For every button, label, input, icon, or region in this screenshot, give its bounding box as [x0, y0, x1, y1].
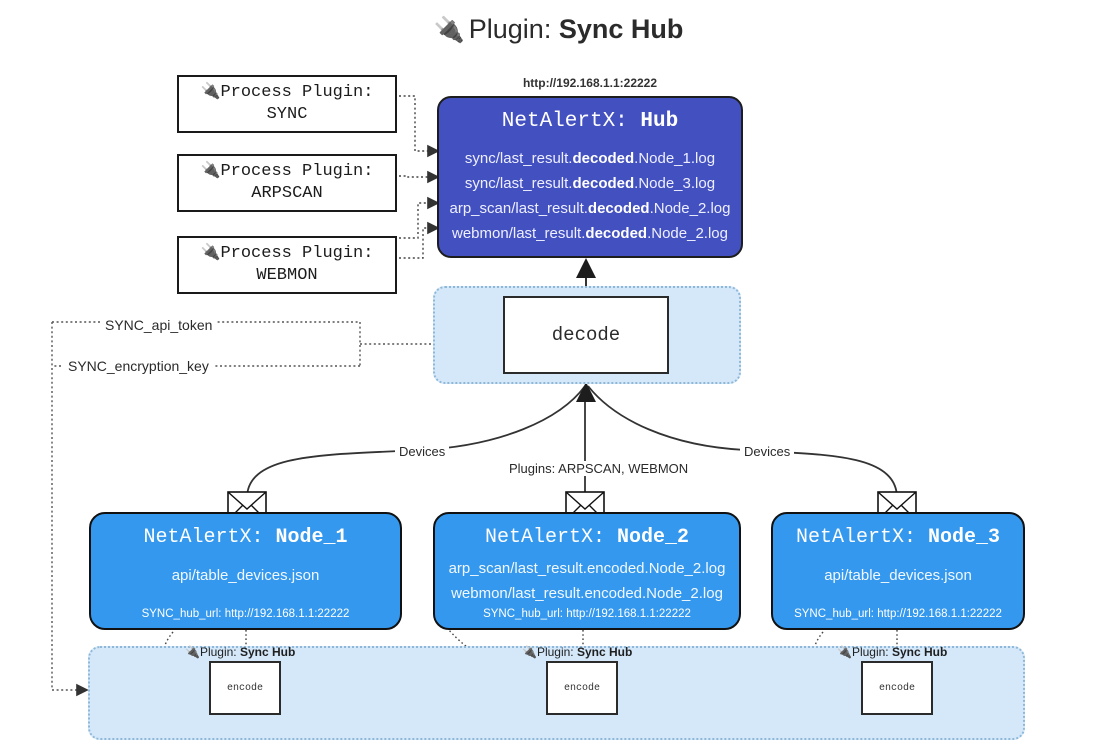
- plug-icon: 🔌: [185, 645, 200, 659]
- process-plugin-name: ARPSCAN: [251, 184, 323, 203]
- hub-node[interactable]: NetAlertX: Hub sync/last_result.decoded.…: [437, 96, 743, 258]
- hub-log-pre: arp_scan/last_result.: [449, 200, 588, 217]
- hub-log-post: .Node_2.log: [649, 200, 731, 217]
- node-title: NetAlertX: Node_1: [91, 526, 400, 549]
- edge-label-devices-left: Devices: [395, 444, 450, 459]
- hub-log-pre: webmon/last_result.: [452, 225, 586, 242]
- process-plugin-sync[interactable]: 🔌Process Plugin: SYNC: [177, 75, 397, 133]
- node-title-prefix: NetAlertX:: [484, 526, 605, 549]
- hub-log-2: sync/last_result.decoded.Node_3.log: [439, 175, 741, 192]
- hub-title-name: Hub: [640, 110, 679, 133]
- plug-icon: 🔌: [200, 82, 221, 100]
- node-title-name: Node_2: [617, 526, 690, 549]
- hub-log-pre: sync/last_result.: [464, 150, 573, 167]
- node-footer: SYNC_hub_url: http://192.168.1.1:22222: [141, 608, 350, 620]
- edge-label-devices-right: Devices: [740, 444, 795, 459]
- process-plugin-webmon[interactable]: 🔌Process Plugin: WEBMON: [177, 236, 397, 294]
- node-title: NetAlertX: Node_3: [773, 526, 1023, 549]
- hub-log-pre: sync/last_result.: [464, 175, 573, 192]
- plug-icon: 🔌: [522, 645, 537, 659]
- hub-title-prefix: NetAlertX:: [501, 110, 628, 133]
- process-plugin-label: Process Plugin:: [220, 161, 374, 181]
- node-footer: SYNC_hub_url: http://192.168.1.1:22222: [483, 608, 691, 620]
- process-plugin-name: WEBMON: [256, 266, 318, 285]
- node-line: api/table_devices.json: [171, 567, 320, 584]
- hub-log-3: arp_scan/last_result.decoded.Node_2.log: [439, 200, 741, 217]
- node-footer: SYNC_hub_url: http://192.168.1.1:22222: [794, 608, 1002, 620]
- hub-log-post: .Node_1.log: [634, 150, 716, 167]
- encode-box-3[interactable]: encode: [861, 661, 933, 715]
- encoder-label-prefix: Plugin:: [536, 645, 574, 659]
- sync-encryption-key-label: SYNC_encryption_key: [63, 358, 214, 374]
- node-title-prefix: NetAlertX:: [795, 526, 916, 549]
- decode-box[interactable]: decode: [503, 296, 669, 374]
- node-title-prefix: NetAlertX:: [143, 526, 264, 549]
- page-title: 🔌Plugin: Sync Hub: [0, 14, 1117, 45]
- encoder-label-1: 🔌Plugin: Sync Hub: [185, 645, 295, 659]
- hub-log-post: .Node_2.log: [647, 225, 728, 242]
- encoder-label-name: Sync Hub: [240, 645, 296, 659]
- node-title: NetAlertX: Node_2: [435, 526, 739, 549]
- node-2[interactable]: NetAlertX: Node_2 arp_scan/last_result.e…: [433, 512, 741, 630]
- encode-box-1[interactable]: encode: [209, 661, 281, 715]
- hub-url-label: http://192.168.1.1:22222: [522, 76, 658, 90]
- edge-label-plugins: Plugins: ARPSCAN, WEBMON: [505, 461, 693, 476]
- encode-box-2[interactable]: encode: [546, 661, 618, 715]
- node-line: arp_scan/last_result.encoded.Node_2.log: [448, 560, 726, 577]
- process-plugin-label: Process Plugin:: [220, 82, 374, 102]
- hub-log-mid: decoded: [587, 200, 650, 217]
- node-line: api/table_devices.json: [824, 567, 972, 584]
- node-title-name: Node_3: [928, 526, 1001, 549]
- plug-icon: 🔌: [837, 645, 852, 659]
- encoder-label-prefix: Plugin:: [199, 645, 237, 659]
- node-line: webmon/last_result.encoded.Node_2.log: [451, 585, 723, 602]
- sync-api-token-label: SYNC_api_token: [100, 317, 218, 333]
- node-1[interactable]: NetAlertX: Node_1 api/table_devices.json…: [89, 512, 402, 630]
- hub-log-mid: decoded: [572, 150, 635, 167]
- process-plugin-name: SYNC: [266, 105, 308, 124]
- encoder-label-prefix: Plugin:: [851, 645, 889, 659]
- plug-icon: 🔌: [200, 161, 221, 179]
- hub-title: NetAlertX: Hub: [439, 110, 741, 133]
- hub-log-mid: decoded: [572, 175, 635, 192]
- process-plugin-arpscan[interactable]: 🔌Process Plugin: ARPSCAN: [177, 154, 397, 212]
- hub-log-4: webmon/last_result.decoded.Node_2.log: [439, 225, 741, 242]
- hub-log-post: .Node_3.log: [634, 175, 716, 192]
- plug-icon: 🔌: [433, 16, 465, 44]
- hub-log-mid: decoded: [585, 225, 648, 242]
- page-title-prefix: Plugin:: [468, 14, 552, 44]
- encoder-label-name: Sync Hub: [577, 645, 633, 659]
- node-title-name: Node_1: [275, 526, 348, 549]
- node-3[interactable]: NetAlertX: Node_3 api/table_devices.json…: [771, 512, 1025, 630]
- plug-icon: 🔌: [200, 243, 221, 261]
- hub-log-1: sync/last_result.decoded.Node_1.log: [439, 150, 741, 167]
- process-plugin-label: Process Plugin:: [220, 243, 374, 263]
- page-title-name: Sync Hub: [558, 14, 684, 44]
- encoder-label-2: 🔌Plugin: Sync Hub: [522, 645, 632, 659]
- encoder-label-3: 🔌Plugin: Sync Hub: [837, 645, 947, 659]
- encoder-label-name: Sync Hub: [892, 645, 948, 659]
